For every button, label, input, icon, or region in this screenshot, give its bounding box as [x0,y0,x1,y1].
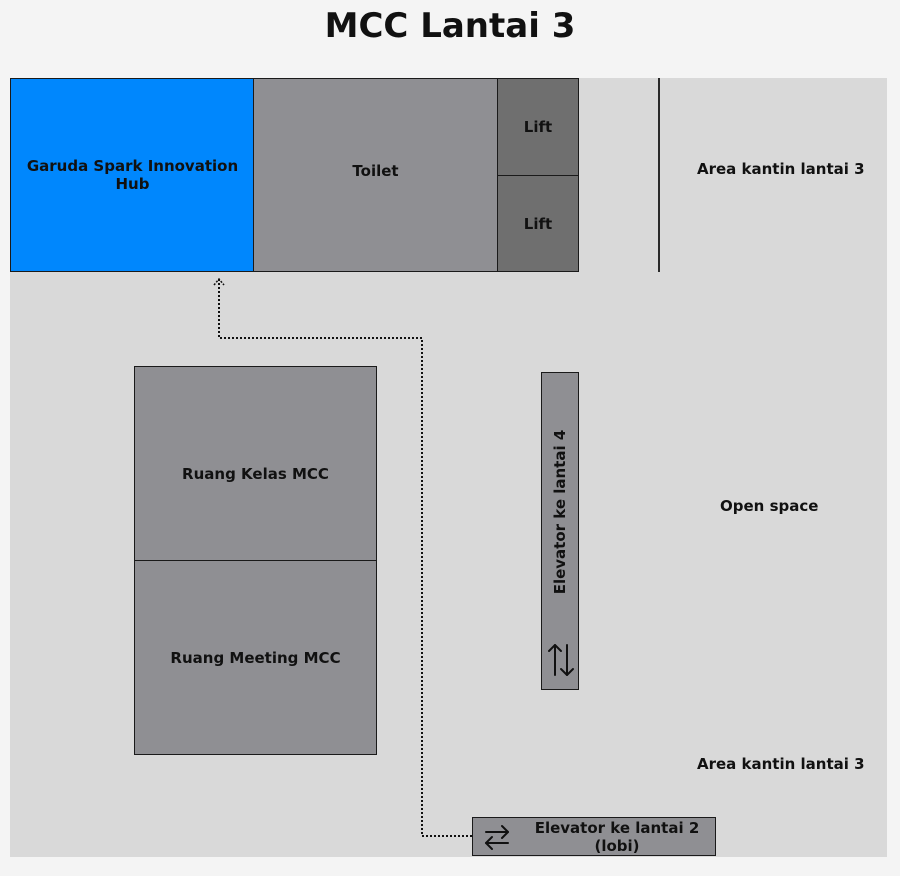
room-elevator-ke-lantai-4[interactable]: Elevator ke lantai 4 [541,372,579,690]
room-toilet[interactable]: Toilet [253,78,498,272]
room-label-toilet: Toilet [352,162,399,180]
room-lift-2[interactable]: Lift [497,175,579,272]
room-label-meeting: Ruang Meeting MCC [170,648,341,667]
area-kantin-bottom-label: Area kantin lantai 3 [697,755,865,773]
room-label-kelas: Ruang Kelas MCC [182,465,329,483]
area-kantin-top-label: Area kantin lantai 3 [697,160,865,178]
room-label-elevator-2: Elevator ke lantai 2 (lobi) [534,818,700,855]
room-label-lift-1: Lift [523,118,553,136]
left-right-arrows-icon [485,824,509,850]
room-lift-1[interactable]: Lift [497,78,579,176]
room-garuda-spark-innovation-hub[interactable]: Garuda Spark Innovation Hub [10,78,254,272]
room-elevator-ke-lantai-2[interactable]: Elevator ke lantai 2 (lobi) [472,817,716,856]
map-title: MCC Lantai 3 [324,6,576,46]
room-ruang-meeting-mcc[interactable]: Ruang Meeting MCC [134,560,377,755]
route-arrow-head [213,277,225,286]
room-ruang-kelas-mcc[interactable]: Ruang Kelas MCC [134,366,377,562]
up-down-arrows-icon [548,644,574,676]
room-label-garuda: Garuda Spark Innovation Hub [26,157,239,193]
room-label-lift-2: Lift [523,214,553,233]
area-open-space-label: Open space [720,497,819,515]
area-divider-line [658,78,660,272]
